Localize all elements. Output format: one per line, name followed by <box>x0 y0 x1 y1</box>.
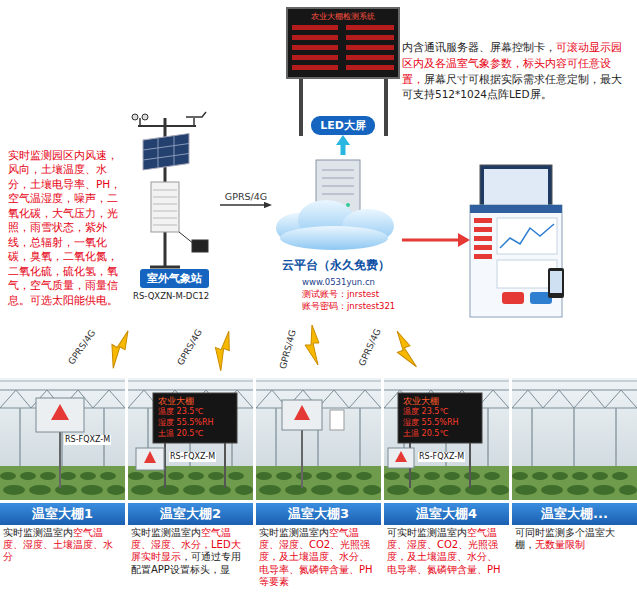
weather-station: 室外气象站 <box>128 112 220 288</box>
description-block: 实时监测温室内空气温度、湿度、水分，LED大屏实时显示，可通过专用配置APP设置… <box>128 525 253 576</box>
description-text: 屏幕尺寸可根据实际需求任意定制，最大可支持512*1024点阵LED屏。 <box>402 73 622 101</box>
screen-title: 农业大棚 <box>158 396 194 406</box>
highlight-text: 无数量限制 <box>535 539 585 550</box>
model-number: RS-FQXZ-M <box>418 452 465 462</box>
description-block: 可实时监测温室内空气温度、湿度、CO2、光照强度，及土壤温度、水分、电导率、氮磷… <box>384 525 509 576</box>
screen-reading: 湿度 55.5%RH <box>158 418 214 428</box>
screen-heading: 农业大棚检测系统 <box>287 8 399 22</box>
url-text: www.0531yun.cn <box>302 277 375 287</box>
cloud-platform: 云平台（永久免费） <box>272 155 400 274</box>
monitor-description: 实时监测园区内风速，风向，土壤温度、水分，土壤电导率、PH，空气温湿度，噪声，二… <box>8 148 124 307</box>
panel-header: 温室大棚4 <box>384 503 509 525</box>
description-text: 可实时监测温室内 <box>387 527 467 538</box>
model-number: RS-FQXZ-M <box>64 435 111 445</box>
screen-title: 农业大棚 <box>403 396 439 406</box>
greenhouse-panel: 温室大棚3实时监测温室内空气温度、湿度、CO2、光照强度，及土壤温度、水分、电导… <box>256 378 381 598</box>
connector <box>341 145 346 155</box>
description-block: 实时监测温室内空气温度、湿度、CO2、光照强度，及土壤温度、水分、电导率、氮磷钾… <box>256 525 381 588</box>
description-text: 实时监测温室内 <box>3 527 73 538</box>
password-text: 账号密码：jnrstest321 <box>302 301 395 311</box>
description-block: 可同时监测多个温室大棚，无数量限制 <box>512 525 637 551</box>
panel-header: 温室大棚1 <box>0 503 125 525</box>
model-number: RS-FQXZ-M <box>169 452 216 462</box>
box-label: 室外气象站 <box>140 269 209 288</box>
connector <box>220 204 264 206</box>
description-text: 实时监测温室内 <box>131 527 201 538</box>
led-screen: 农业大棚检测系统 <box>287 8 399 78</box>
description-block: 实时监测温室内空气温度、湿度、土壤温度、水分 <box>0 525 125 564</box>
screen-reading: 温度 23.5℃ <box>403 407 448 417</box>
screen-reading: 湿度 55.5%RH <box>403 418 459 428</box>
box-label: 云平台（永久免费） <box>282 257 390 274</box>
greenhouse-panel: 温室大棚...可同时监测多个温室大棚，无数量限制 <box>512 378 637 598</box>
led-description: 内含通讯服务器、屏幕控制卡，可滚动显示园区内及各温室气象参数，标头内容可任意设置… <box>402 40 630 103</box>
panel-header: 温室大棚3 <box>256 503 381 525</box>
panel-header: 温室大棚... <box>512 503 637 525</box>
greenhouse-panel: 温室大棚1实时监测温室内空气温度、湿度、土壤温度、水分 <box>0 378 125 598</box>
screen-reading: 温度 23.5℃ <box>158 407 203 417</box>
description-text: 内含通讯服务器、屏幕控制卡， <box>402 41 556 53</box>
model-number: RS-QXZN-M-DC12 <box>133 291 209 301</box>
link-label: GPRS/4G <box>278 329 299 371</box>
link-label: GPRS/4G <box>357 327 384 368</box>
link-label: GPRS/4G <box>66 328 98 367</box>
panel-header: 温室大棚2 <box>128 503 253 525</box>
box-label: LED大屏 <box>320 118 366 133</box>
screen-reading: 土温 20.5℃ <box>158 429 203 439</box>
screen-reading: 土温 20.5℃ <box>403 429 448 439</box>
account-text: 测试账号：jnrstest <box>302 289 379 299</box>
link-label: GPRS/4G <box>175 327 204 367</box>
led-label-box: LED大屏 <box>311 116 375 135</box>
description-text: 实时监测温室内 <box>259 527 329 538</box>
edge-label: GPRS/4G <box>223 191 269 202</box>
